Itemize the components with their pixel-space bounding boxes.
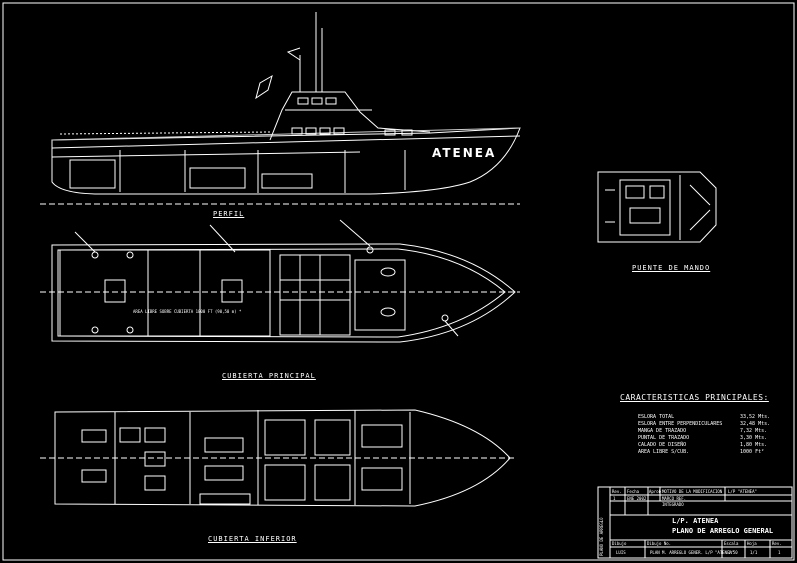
spec-value: 3,30 Mts. [740,435,767,441]
spec-row: AREA LIBRE S/CUB. [638,449,689,455]
spec-row: ESLORA ENTRE PERPENDICULARES [638,421,722,427]
spec-number: 1,80 [740,442,753,448]
bottom-value: 1:50 [728,550,738,555]
spec-number: 32,48 [740,421,756,427]
profile-label: PERFIL [213,210,245,218]
bottom-value: LUIS [616,550,626,555]
side-label: PLANO DE ARREGLO [599,517,604,556]
deck-area-note: AREA LIBRE SOBRE CUBIERTA 1000 FT (90,50… [133,309,242,314]
rev-header: Fecha [627,489,640,494]
spec-value: 1000 Ft² [740,449,764,455]
profile-view [40,12,521,205]
bottom-header: Hoja [747,541,757,546]
bottom-header: Dibujo No. [647,541,672,546]
bottom-header: Escala [724,541,739,546]
ship-name-hull: ATENEA [432,146,497,160]
spec-unit: Mts. [758,414,771,420]
spec-number: 33,52 [740,414,756,420]
drawing-title: PLANO DE ARREGLO GENERAL [672,527,774,535]
bottom-header: Rev. [772,541,782,546]
spec-row: ESLORA TOTAL [638,414,674,420]
rev-cell: 1 [613,496,616,501]
spec-unit: Ft² [755,449,765,455]
bottom-value: PLAN M. ARREGLO GENER. L/P "ATENEA" [650,550,735,555]
spec-row: PUNTAL DE TRAZADO [638,435,689,441]
spec-unit: Mts. [758,421,771,427]
spec-number: 1000 [740,449,753,455]
spec-row: CALADO DE DISEÑO [638,442,686,448]
main-deck-label: CUBIERTA PRINCIPAL [222,372,316,380]
spec-name: AREA LIBRE S/CUB. [638,449,690,455]
bottom-value: 1 [778,550,781,555]
bottom-value: 1/1 [750,550,758,555]
rev-header: Aprob. [649,489,664,494]
lower-deck-view [40,409,515,507]
spec-value: 32,48 Mts. [740,421,770,427]
spec-value: 1,80 Mts. [740,442,767,448]
rev-header: Rev. [612,489,622,494]
spec-value: 7,32 Mts. [740,428,767,434]
project-title: L/P. ATENEA [672,517,719,525]
spec-name: PUNTAL DE TRAZADO [638,435,690,441]
spec-unit: Mts. [755,435,768,441]
specs-title: CARACTERISTICAS PRINCIPALES: [620,393,769,402]
main-deck-view [40,219,520,343]
rev-cell: INTEGRADO [662,502,684,507]
spec-unit: Mts. [755,428,768,434]
spec-name: MANGA DE TRAZADO [638,428,687,434]
bridge-view [597,171,717,243]
spec-value: 33,52 Mts. [740,414,770,420]
spec-unit: Mts. [755,442,768,448]
bottom-header: Dibujo [612,541,627,546]
title-block [597,486,793,559]
spec-name: CALADO DE DISEÑO [638,442,687,448]
bridge-label: PUENTE DE MANDO [632,264,711,272]
rev-header: MOTIVO DE LA MODIFICACION [662,489,723,494]
spec-row: MANGA DE TRAZADO [638,428,686,434]
spec-number: 3,30 [740,435,753,441]
spec-name: ESLORA ENTRE PERPENDICULARES [638,421,723,427]
spec-name: ESLORA TOTAL [638,414,675,420]
lower-deck-label: CUBIERTA INFERIOR [208,535,297,543]
rev-cell: MARCO REF. [662,496,687,501]
rev-cell: ENE 2002 [627,496,647,501]
rev-header: L/P "ATENEA" [728,489,757,494]
spec-number: 7,32 [740,428,753,434]
